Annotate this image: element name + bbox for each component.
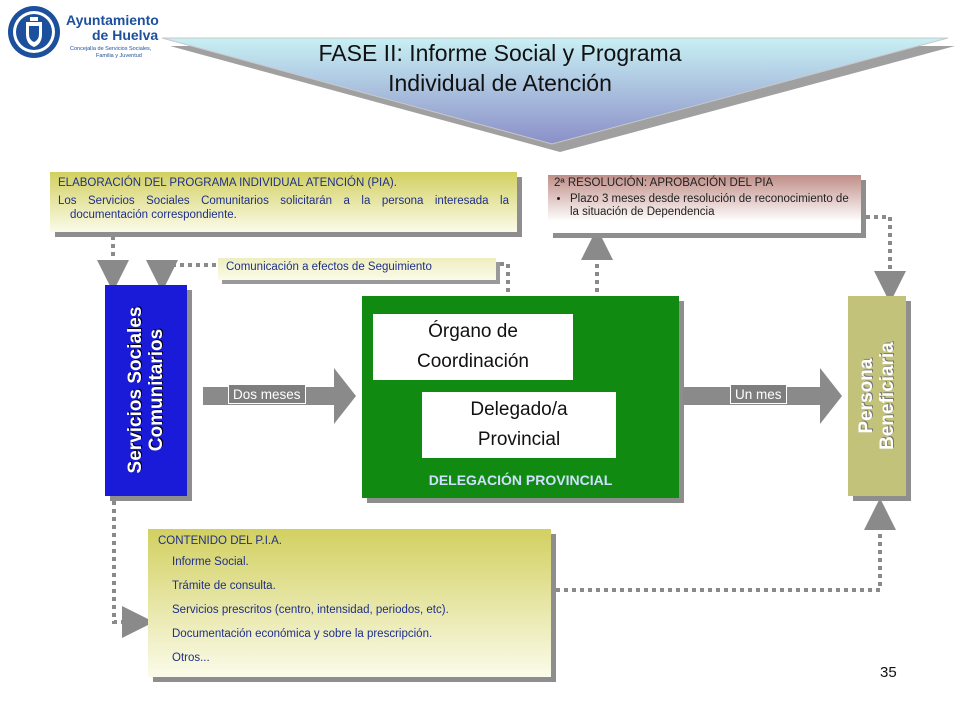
- list-item: Otros...: [158, 652, 541, 676]
- servicios-sociales-box: Servicios Sociales Comunitarios: [105, 285, 187, 496]
- page-title: FASE II: Informe Social y Programa Indiv…: [250, 38, 750, 98]
- list-item-text: Informe Social.: [172, 556, 249, 568]
- resolution-box: 2ª RESOLUCIÓN: APROBACIÓN DEL PIA Plazo …: [548, 175, 861, 233]
- communication-text: Comunicación a efectos de Seguimiento: [226, 261, 432, 273]
- connector-contenido-to-persona: [556, 498, 896, 592]
- arrow-right-label: Un mes: [730, 384, 787, 404]
- ayuntamiento-logo: Ayuntamiento de Huelva Concejalía de Ser…: [6, 4, 166, 64]
- list-item: Trámite de consulta.: [158, 580, 541, 604]
- persona-beneficiaria-label: Persona Beneficiaria: [856, 296, 898, 496]
- list-item: Servicios prescritos (centro, intensidad…: [158, 604, 541, 628]
- arrow-right-head: [820, 368, 842, 424]
- delegado-line-2: Provincial: [477, 429, 561, 450]
- logo-line-2: de Huelva: [92, 27, 159, 43]
- contenido-list: Informe Social. Trámite de consulta. Ser…: [158, 556, 541, 676]
- title-banner: [161, 37, 955, 152]
- delegado-line-1: Delegado/a: [470, 399, 568, 420]
- logo-line-4: Familia y Juventud: [96, 53, 142, 59]
- servicios-sociales-label: Servicios Sociales Comunitarios: [125, 290, 167, 490]
- arrow-left-label: Dos meses: [228, 384, 306, 404]
- contenido-heading: CONTENIDO DEL P.I.A.: [158, 535, 282, 547]
- connector-servicios-to-contenido: [112, 501, 154, 638]
- servicios-line-1: Servicios Sociales: [125, 306, 146, 474]
- resolution-bullet: Plazo 3 meses desde resolución de recono…: [570, 193, 855, 218]
- communication-box: Comunicación a efectos de Seguimiento: [218, 258, 496, 280]
- list-item: Documentación económica y sobre la presc…: [158, 628, 541, 652]
- connector-resolucion-to-persona: [866, 215, 906, 303]
- persona-beneficiaria-box: Persona Beneficiaria: [848, 296, 906, 496]
- list-item-text: Servicios prescritos (centro, intensidad…: [172, 604, 449, 616]
- servicios-line-2: Comunitarios: [146, 328, 167, 452]
- coat-of-arms-icon: [8, 6, 60, 58]
- organo-coordinacion-box: Órgano de Coordinación: [373, 314, 573, 380]
- organo-line-1: Órgano de: [428, 321, 518, 342]
- pia-body: Los Servicios Sociales Comunitarios soli…: [58, 195, 509, 221]
- delegacion-label: DELEGACIÓN PROVINCIAL: [428, 472, 613, 488]
- resolution-list: Plazo 3 meses desde resolución de recono…: [554, 193, 855, 218]
- logo-line-3: Concejalía de Servicios Sociales,: [70, 46, 152, 52]
- delegado-provincial-box: Delegado/a Provincial: [422, 392, 616, 458]
- logo-line-1: Ayuntamiento: [66, 12, 159, 28]
- list-item: Informe Social.: [158, 556, 541, 580]
- connector-comunicacion-to-servicios: [146, 260, 216, 292]
- title-line-2: Individual de Atención: [388, 70, 612, 96]
- list-item-text: Trámite de consulta.: [172, 580, 276, 592]
- pia-elaboration-box: ELABORACIÓN DEL PROGRAMA INDIVIDUAL ATEN…: [50, 172, 517, 232]
- arrow-left-head: [334, 368, 356, 424]
- resolution-heading: 2ª RESOLUCIÓN: APROBACIÓN DEL PIA: [554, 177, 774, 189]
- connector-organo-to-comunicacion: [500, 262, 510, 300]
- page-number: 35: [880, 664, 897, 681]
- pia-heading: ELABORACIÓN DEL PROGRAMA INDIVIDUAL ATEN…: [58, 177, 397, 189]
- persona-line-1: Persona: [856, 358, 877, 434]
- contenido-pia-box: CONTENIDO DEL P.I.A. Informe Social. Trá…: [148, 529, 551, 677]
- title-line-1: FASE II: Informe Social y Programa: [318, 40, 682, 66]
- organo-line-2: Coordinación: [417, 351, 529, 372]
- list-item-text: Documentación económica y sobre la presc…: [172, 628, 433, 640]
- list-item-text: Otros...: [172, 652, 210, 664]
- persona-line-2: Beneficiaria: [877, 342, 898, 450]
